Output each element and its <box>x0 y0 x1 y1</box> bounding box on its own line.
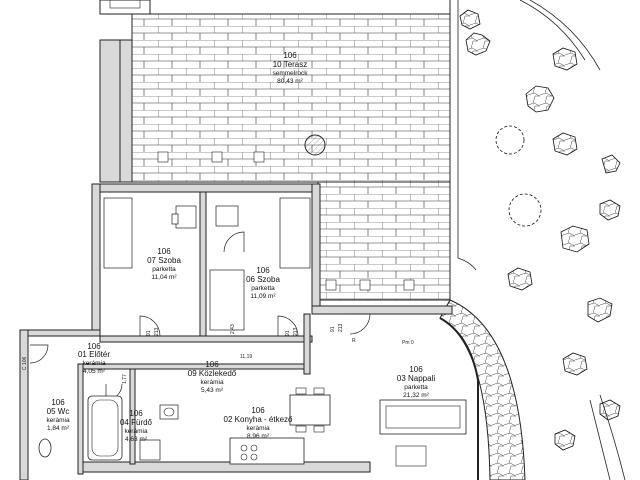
svg-text:106: 106 <box>157 247 171 256</box>
label-room7: 106 07 Szoba parketta 11,04 m² <box>147 247 181 281</box>
svg-text:4,05 m²: 4,05 m² <box>83 368 106 375</box>
room7-furniture <box>103 197 197 269</box>
svg-text:parketta: parketta <box>251 285 275 292</box>
svg-text:Pm 0: Pm 0 <box>402 340 414 346</box>
svg-text:parketta: parketta <box>152 266 176 273</box>
svg-text:91: 91 <box>146 330 152 336</box>
svg-text:11,19: 11,19 <box>240 354 252 360</box>
svg-text:106: 106 <box>205 360 219 369</box>
drain-grate <box>304 134 326 156</box>
dimension-labels: 91 213 91 213 11,19 2,43 1,77 91 213 C 1… <box>22 323 414 384</box>
garden-shrubs <box>459 9 621 451</box>
label-kitchen: 106 02 Konyha - étkező kerámia 8,96 m² <box>224 406 293 440</box>
svg-text:03 Nappali: 03 Nappali <box>397 374 435 383</box>
svg-text:213: 213 <box>338 323 344 332</box>
label-wc: 106 05 Wc kerámia 1,84 m² <box>46 398 70 432</box>
svg-text:05 Wc: 05 Wc <box>47 407 70 416</box>
svg-text:80,43 m²: 80,43 m² <box>277 78 303 85</box>
kitchen-furniture <box>229 387 331 465</box>
svg-text:11,09 m²: 11,09 m² <box>250 293 276 300</box>
svg-text:106: 106 <box>251 406 265 415</box>
garden-curve-lower <box>589 399 611 480</box>
svg-text:kerámia: kerámia <box>246 425 270 432</box>
svg-text:106: 106 <box>283 51 297 60</box>
svg-text:semmelrock: semmelrock <box>272 70 308 77</box>
label-living: 106 03 Nappali parketta 21,32 m² <box>397 365 435 399</box>
svg-text:213: 213 <box>154 327 160 336</box>
svg-text:21,32 m²: 21,32 m² <box>403 392 429 399</box>
svg-text:4,63 m²: 4,63 m² <box>125 436 148 443</box>
svg-text:1,77: 1,77 <box>122 374 128 384</box>
svg-text:kerámia: kerámia <box>200 379 224 386</box>
svg-text:kerámia: kerámia <box>46 417 70 424</box>
svg-text:02 Konyha - étkező: 02 Konyha - étkező <box>224 415 293 424</box>
top-planter <box>99 0 151 15</box>
svg-text:2,43: 2,43 <box>230 324 236 334</box>
svg-text:106: 106 <box>256 266 270 275</box>
window-markers <box>157 151 415 291</box>
svg-text:07 Szoba: 07 Szoba <box>147 256 181 265</box>
bath-fixtures <box>38 395 179 461</box>
interior-walls <box>77 191 313 475</box>
svg-text:106: 106 <box>409 365 423 374</box>
svg-text:01 Előtér: 01 Előtér <box>78 350 110 359</box>
svg-text:106: 106 <box>129 409 143 418</box>
svg-text:8,96 m²: 8,96 m² <box>247 433 270 440</box>
svg-text:1,84 m²: 1,84 m² <box>47 425 70 432</box>
label-hall9: 106 09 Közlekedő kerámia 5,43 m² <box>188 360 237 394</box>
svg-text:parketta: parketta <box>404 384 428 391</box>
svg-text:06 Szoba: 06 Szoba <box>246 275 280 284</box>
svg-text:213: 213 <box>293 327 299 336</box>
svg-text:R: R <box>352 338 356 344</box>
svg-text:kerámia: kerámia <box>124 428 148 435</box>
room-labels: 106 10 Terasz semmelrock 80,43 m² 106 07… <box>46 51 435 443</box>
label-terrace: 106 10 Terasz semmelrock 80,43 m² <box>272 51 308 85</box>
svg-text:C 106: C 106 <box>22 356 28 370</box>
svg-text:04 Fürdő: 04 Fürdő <box>120 418 153 427</box>
label-room6: 106 06 Szoba parketta 11,09 m² <box>246 266 280 300</box>
label-bath: 106 04 Fürdő kerámia 4,63 m² <box>120 409 153 443</box>
living-sofa <box>379 399 467 467</box>
svg-text:kerámia: kerámia <box>82 360 106 367</box>
svg-text:91: 91 <box>285 330 291 336</box>
svg-text:5,43 m²: 5,43 m² <box>201 387 224 394</box>
svg-text:09 Közlekedő: 09 Közlekedő <box>188 369 237 378</box>
label-hall1: 106 01 Előtér kerámia 4,05 m² <box>78 342 110 375</box>
svg-text:11,04 m²: 11,04 m² <box>151 274 177 281</box>
svg-text:10 Terasz: 10 Terasz <box>273 60 308 69</box>
terrace-paving <box>131 13 451 183</box>
svg-text:91: 91 <box>330 326 336 332</box>
svg-text:106: 106 <box>51 398 65 407</box>
room6-furniture <box>209 197 311 331</box>
svg-text:106: 106 <box>87 342 101 351</box>
terrace-paving-lower <box>317 181 451 301</box>
